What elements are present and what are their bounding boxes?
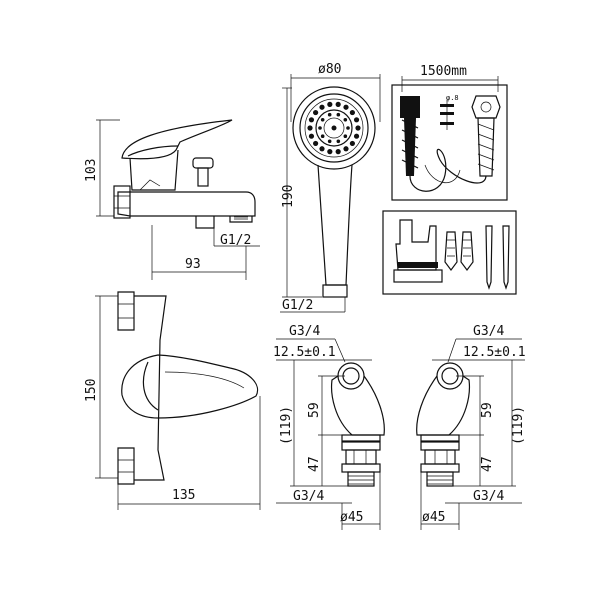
shower-length-label: 190 — [281, 185, 296, 208]
nozzle-dot — [313, 140, 319, 147]
connector-left-upper: 59 — [307, 402, 322, 418]
bracket-box — [382, 210, 517, 295]
nozzle-dot — [335, 149, 341, 155]
nozzle-dot — [353, 133, 360, 139]
hose-length-label: 1500mm — [420, 64, 467, 79]
connector-right-diameter: ø45 — [422, 510, 445, 525]
nozzle-dot — [320, 117, 325, 122]
nozzle-dot — [349, 109, 355, 116]
nozzle-dot — [336, 112, 341, 117]
nozzle-dot — [346, 126, 350, 130]
nozzle-dot — [353, 117, 360, 123]
connector-left-offset: 12.5±0.1 — [273, 345, 336, 360]
nozzle-dot — [343, 104, 349, 110]
connector-left-bottom-thread: G3/4 — [293, 489, 324, 504]
front-width-label: 135 — [172, 488, 195, 503]
nozzle-dot — [349, 140, 355, 147]
nozzle-dot — [335, 101, 341, 107]
connector-left-lower: 47 — [307, 456, 322, 472]
nozzle-dot — [355, 125, 361, 131]
nozzle-dot — [308, 133, 315, 139]
side-height-label: 103 — [84, 159, 99, 182]
nozzle-dot — [319, 104, 325, 110]
connector-right-lower: 47 — [480, 456, 495, 472]
nozzle-dot — [308, 117, 315, 123]
nozzle-dot — [327, 112, 332, 117]
nozzle-dot — [336, 139, 341, 144]
nozzle-dot — [319, 146, 325, 152]
mixer-front-view: 150 135 — [84, 291, 261, 510]
connector-left-diameter: ø45 — [340, 510, 363, 525]
connector-right-total: (119) — [511, 406, 526, 445]
nozzle-dot — [327, 101, 333, 107]
nozzle-dot — [320, 134, 325, 139]
nozzle-dot — [327, 139, 332, 144]
front-height-label: 150 — [84, 379, 99, 402]
shower-diameter-label: ø80 — [318, 62, 341, 77]
connector-left: G3/4 12.5±0.1 59 47 (119) G3/4 — [273, 324, 385, 530]
connector-right-top-thread: G3/4 — [473, 324, 504, 339]
connector-left-total: (119) — [279, 406, 294, 445]
shower-thread-label: G1/2 — [282, 298, 313, 313]
nozzle-dot — [318, 126, 322, 130]
connector-left-top-thread: G3/4 — [289, 324, 320, 339]
nozzle-dot — [327, 149, 333, 155]
nozzle-dot — [343, 117, 348, 122]
side-length-label: 93 — [185, 257, 201, 272]
connector-right-offset: 12.5±0.1 — [463, 345, 526, 360]
hand-shower-view: ø80 190 G1/2 — [280, 62, 381, 313]
connector-right-bottom-thread: G3/4 — [473, 489, 504, 504]
nozzle-dot — [313, 109, 319, 116]
hose-box: 1500mm φ.8 — [391, 64, 508, 201]
mixer-side-view: 103 G1/2 93 — [84, 119, 260, 280]
connector-right: G3/4 12.5±0.1 59 47 (119) G3/4 ø45 — [416, 324, 526, 530]
nozzle-dot — [343, 134, 348, 139]
connector-right-upper: 59 — [480, 402, 495, 418]
nozzle-dot — [343, 146, 349, 152]
washer-label: φ.8 — [446, 94, 459, 102]
nozzle-dot — [307, 125, 313, 131]
side-inlet-label: G1/2 — [220, 233, 251, 248]
